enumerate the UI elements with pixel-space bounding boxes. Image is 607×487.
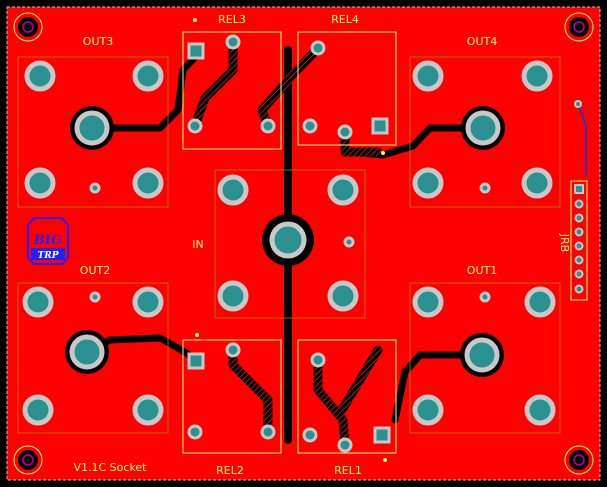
jrb-header	[570, 100, 588, 301]
small-pads	[89, 182, 491, 303]
label-jrb: JRB	[558, 233, 571, 252]
label-rel4: REL4	[331, 13, 359, 26]
label-in: IN	[192, 238, 203, 251]
footprint-outlines	[17, 56, 561, 434]
label-out3: OUT3	[83, 35, 113, 48]
logo-line2: TRP	[38, 251, 59, 261]
logo-line1: BIG	[33, 233, 62, 248]
label-out2: OUT2	[80, 264, 110, 277]
label-rel2: REL2	[216, 464, 244, 477]
mounting-holes	[13, 12, 594, 475]
socket-pads	[22, 60, 556, 426]
version-label: V1.1C Socket	[73, 461, 147, 474]
pin1-markers	[193, 18, 387, 462]
big-trp-logo	[27, 217, 69, 265]
label-out1: OUT1	[467, 264, 497, 277]
silkscreen-outlines	[182, 31, 397, 454]
label-out4: OUT4	[467, 35, 497, 48]
relay-pins	[187, 34, 391, 453]
center-pads	[65, 106, 505, 377]
label-rel3: REL3	[218, 13, 246, 26]
label-rel1: REL1	[334, 464, 362, 477]
